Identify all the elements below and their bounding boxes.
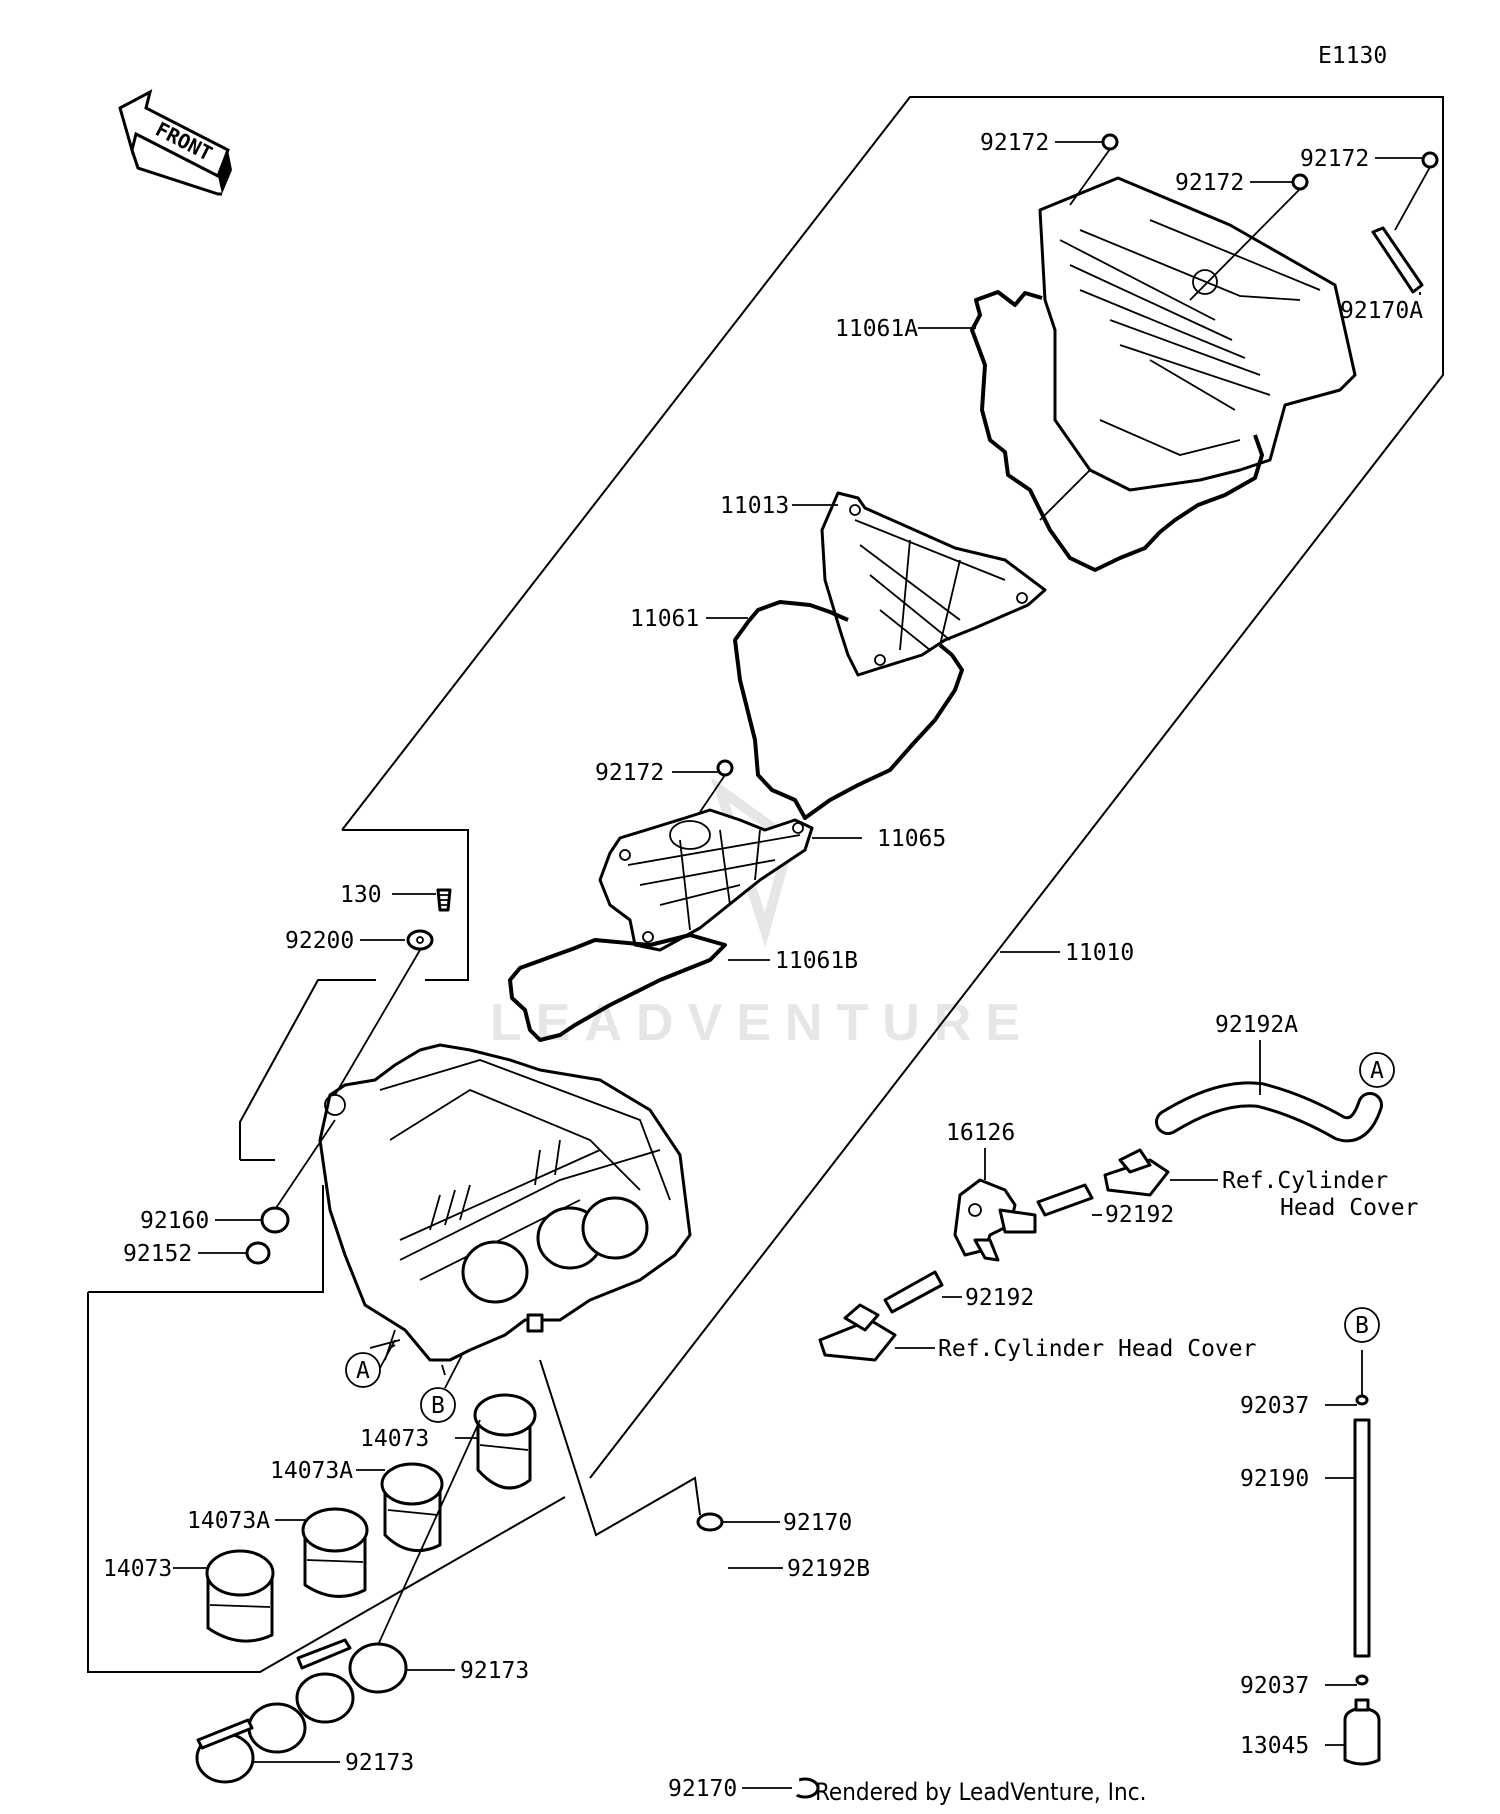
label-16126: 16126 — [946, 1120, 1015, 1146]
label-92037-a: 92037 — [1240, 1393, 1309, 1419]
footer-credit: Rendered by LeadVenture, Inc. — [815, 1778, 1146, 1806]
svg-text:B: B — [431, 1393, 445, 1419]
collar-92152 — [245, 1241, 271, 1265]
label-92170A: 92170A — [1340, 298, 1423, 324]
air-valve-16126 — [953, 1178, 1037, 1262]
label-92190: 92190 — [1240, 1466, 1309, 1492]
watermark: LEADVENTURE — [490, 994, 1034, 1052]
svg-text:B: B — [1355, 1313, 1369, 1339]
label-92192B: 92192B — [787, 1556, 870, 1582]
label-92172-b: 92172 — [1175, 170, 1244, 196]
label-92170-a: 92170 — [783, 1510, 852, 1536]
filter-plate — [598, 808, 814, 952]
washer-92200 — [406, 929, 434, 951]
label-11013: 11013 — [720, 493, 789, 519]
label-92160: 92160 — [140, 1208, 209, 1234]
clip-92037-a — [1355, 1394, 1369, 1406]
label-92192-a: 92192 — [1105, 1202, 1174, 1228]
hose-frame — [539, 1359, 701, 1537]
svg-text:A: A — [1370, 1058, 1384, 1084]
airbox-frame — [341, 96, 1444, 1479]
gasket-11061 — [733, 600, 964, 820]
label-ref-cylinder-1: Ref.Cylinder — [1222, 1168, 1388, 1194]
label-130: 130 — [340, 882, 382, 908]
label-13045: 13045 — [1240, 1733, 1309, 1759]
svg-text:A: A — [356, 1358, 370, 1384]
label-11010: 11010 — [1065, 940, 1134, 966]
funnel-frame-top — [88, 1185, 324, 1293]
velocity-stack-set — [205, 1393, 537, 1643]
airbox-frame-step — [342, 829, 469, 981]
drain-plug-13045 — [1343, 1698, 1381, 1766]
clamp-92170-a — [696, 1512, 724, 1532]
screw-92172-c — [1421, 151, 1439, 169]
label-14073-a: 14073 — [360, 1426, 429, 1452]
screw-92172-d — [716, 759, 734, 777]
hose-92192-a — [1036, 1183, 1094, 1217]
label-11061A: 11061A — [835, 316, 918, 342]
upper-housing-cover — [1038, 176, 1357, 492]
label-92170-b: 92170 — [668, 1776, 737, 1802]
label-92172-d: 92172 — [595, 760, 664, 786]
drain-tube-92190 — [1353, 1418, 1371, 1658]
hose-92192A-inner — [1158, 1084, 1380, 1140]
leader-lines — [173, 141, 1431, 1789]
screw-92172-b — [1291, 173, 1309, 191]
label-14073A-b: 14073A — [187, 1508, 270, 1534]
label-11061: 11061 — [630, 606, 699, 632]
label-ref-cylinder-1b: Head Cover — [1280, 1195, 1418, 1221]
label-92037-b: 92037 — [1240, 1673, 1309, 1699]
lower-housing — [318, 1043, 692, 1362]
label-92173-b: 92173 — [345, 1750, 414, 1776]
front-arrow-icon: FRONT — [118, 89, 232, 196]
funnel-frame-bottom — [87, 1292, 566, 1673]
bolt-130 — [436, 888, 452, 912]
label-92172-c: 92172 — [1300, 146, 1369, 172]
hose-92192-b — [883, 1270, 944, 1314]
label-92192-b: 92192 — [965, 1285, 1034, 1311]
callout-b-lower: B — [420, 1354, 463, 1423]
reed-cover-upper — [1103, 1148, 1170, 1197]
diagram-code: E1130 — [1318, 43, 1387, 69]
gasket-11061A — [970, 290, 1264, 572]
hose-92192B-inner — [678, 1560, 800, 1798]
part-labels: 92172 92172 92172 92170A 11061A 11013 11… — [103, 130, 1423, 1802]
grommet-92160 — [260, 1206, 290, 1234]
label-92192A: 92192A — [1215, 1012, 1298, 1038]
clip-92037-b — [1355, 1674, 1369, 1686]
filter-frame-left — [239, 979, 376, 1160]
washer-hole — [416, 936, 424, 944]
clamp-set-92173 — [195, 1638, 408, 1784]
label-92152: 92152 — [123, 1241, 192, 1267]
callout-a-lower: A — [345, 1339, 396, 1388]
label-92172-a: 92172 — [980, 130, 1049, 156]
label-11061B: 11061B — [775, 948, 858, 974]
label-14073A-a: 14073A — [270, 1458, 353, 1484]
label-92173-a: 92173 — [460, 1658, 529, 1684]
label-14073-b: 14073 — [103, 1556, 172, 1582]
gasket-11061B — [508, 933, 727, 1042]
air-filter-element — [820, 491, 1047, 677]
callout-a-right: A — [1359, 1052, 1395, 1088]
label-ref-cylinder-2: Ref.Cylinder Head Cover — [938, 1336, 1257, 1362]
label-11065: 11065 — [877, 826, 946, 852]
screw-92172-a — [1101, 133, 1119, 151]
label-92200: 92200 — [285, 928, 354, 954]
reed-cover-lower — [818, 1303, 897, 1362]
callout-b-right: B — [1344, 1307, 1380, 1343]
strap-92170A — [1371, 226, 1424, 294]
